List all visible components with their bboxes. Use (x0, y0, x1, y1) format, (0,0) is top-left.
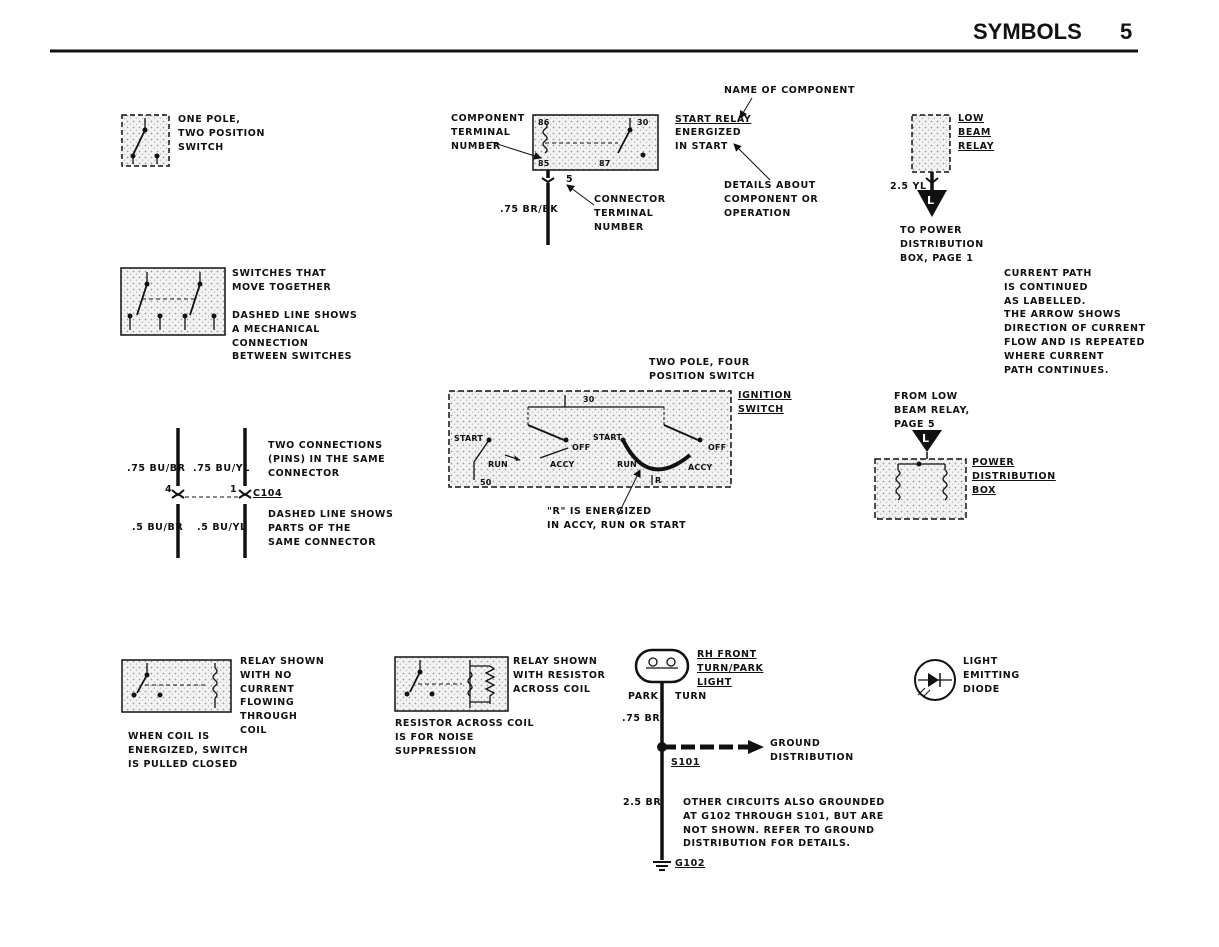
turn-label: TURN (675, 691, 707, 702)
ignition-start-left: START (454, 434, 484, 443)
ignition-switch-name: IGNITION SWITCH (738, 390, 792, 415)
start-relay-symbol (490, 97, 771, 245)
relay-no-current-symbol (121, 659, 232, 713)
two-pole-switch-label: TWO POLE, FOUR POSITION SWITCH (649, 357, 756, 382)
led-symbol (914, 659, 956, 701)
name-of-component-label: NAME OF COMPONENT (724, 85, 856, 96)
start-relay-detail: ENERGIZED IN START (675, 127, 742, 152)
one-pole-switch-symbol (121, 114, 170, 167)
start-relay-name: START RELAY (675, 114, 752, 125)
coil-energized-note: WHEN COIL IS ENERGIZED, SWITCH IS PULLED… (128, 731, 249, 770)
wire-label-075-br: .75 BR (622, 713, 661, 724)
other-circuits-note: OTHER CIRCUITS ALSO GROUNDED AT G102 THR… (683, 797, 885, 850)
current-path-label: CURRENT PATH IS CONTINUED AS LABELLED. T… (1004, 268, 1146, 376)
connector-pin-4: 4 (165, 484, 173, 495)
splice-s101: S101 (671, 757, 701, 768)
ignition-run-left: RUN (488, 460, 508, 469)
ignition-terminal-50: 50 (480, 478, 492, 487)
relay-resistor-label: RELAY SHOWN WITH RESISTOR ACROSS COIL (513, 656, 606, 695)
ganged-switches-symbol (120, 267, 226, 336)
from-low-beam-label: FROM LOW BEAM RELAY, PAGE 5 (894, 391, 970, 430)
switches-together-label: SWITCHES THAT MOVE TOGETHER (232, 268, 332, 293)
page-number: 5 (1120, 19, 1133, 44)
one-pole-switch-label: ONE POLE, TWO POSITION SWITCH (178, 114, 265, 153)
two-connections-label: TWO CONNECTIONS (PINS) IN THE SAME CONNE… (268, 440, 386, 479)
ignition-start-right: START (593, 433, 623, 442)
low-beam-wire-label: 2.5 YL (890, 181, 927, 192)
ignition-run-right: RUN (617, 460, 637, 469)
to-power-distribution-label: TO POWER DISTRIBUTION BOX, PAGE 1 (900, 225, 984, 264)
connector-c104-symbol (171, 428, 252, 558)
relay-no-current-label: RELAY SHOWN WITH NO CURRENT FLOWING THRO… (240, 656, 325, 736)
ignition-terminal-30: 30 (583, 395, 595, 404)
low-beam-relay-symbol (911, 114, 951, 217)
dashed-line-connector-note: DASHED LINE SHOWS PARTS OF THE SAME CONN… (268, 509, 394, 548)
power-dist-arrow-letter: L (922, 432, 930, 445)
component-terminal-label: COMPONENT TERMINAL NUMBER (451, 113, 525, 152)
mechanical-connection-label: DASHED LINE SHOWS A MECHANICAL CONNECTIO… (232, 310, 358, 363)
start-relay-wire-label: .75 BR/BK (500, 204, 559, 215)
ignition-off-right: OFF (708, 443, 727, 452)
page-title: SYMBOLS (973, 19, 1082, 44)
ignition-accy-left: ACCY (550, 460, 575, 469)
resistor-noise-note: RESISTOR ACROSS COIL IS FOR NOISE SUPPRE… (395, 718, 535, 757)
ignition-terminal-r: R (655, 476, 662, 485)
led-label: LIGHT EMITTING DIODE (963, 656, 1020, 695)
wire-label-top-left: .75 BU/BR (127, 463, 186, 474)
ignition-accy-right: ACCY (688, 463, 713, 472)
wire-label-bottom-left: .5 BU/BR (132, 522, 184, 533)
ground-circuit-symbol (634, 648, 764, 871)
terminal-87: 87 (599, 159, 611, 168)
wire-label-25-br: 2.5 BR (623, 797, 662, 808)
low-beam-relay-name: LOW BEAM RELAY (958, 113, 995, 152)
terminal-85: 85 (538, 159, 550, 168)
park-label: PARK (628, 691, 659, 702)
connector-c104-name: C104 (253, 488, 283, 499)
ignition-switch-symbol (448, 390, 732, 516)
wire-label-bottom-right: .5 BU/YL (197, 522, 247, 533)
details-about-label: DETAILS ABOUT COMPONENT OR OPERATION (724, 180, 819, 219)
rh-front-light-name: RH FRONT TURN/PARK LIGHT (697, 649, 764, 688)
ground-g102: G102 (675, 858, 706, 869)
relay-resistor-symbol (394, 656, 509, 712)
wire-label-top-right: .75 BU/YL (193, 463, 250, 474)
ground-distribution-label: GROUND DISTRIBUTION (770, 738, 854, 763)
connector-terminal-label: CONNECTOR TERMINAL NUMBER (594, 194, 666, 233)
power-distribution-box-symbol (874, 430, 967, 520)
terminal-86: 86 (538, 118, 550, 127)
r-energized-note: "R" IS ENERGIZED IN ACCY, RUN OR START (547, 506, 687, 531)
connector-pin-5: 5 (566, 174, 574, 185)
power-distribution-box-name: POWER DISTRIBUTION BOX (972, 457, 1056, 496)
ignition-off-left: OFF (572, 443, 591, 452)
low-beam-arrow-letter: L (927, 194, 935, 207)
connector-pin-1: 1 (230, 484, 238, 495)
terminal-30: 30 (637, 118, 649, 127)
